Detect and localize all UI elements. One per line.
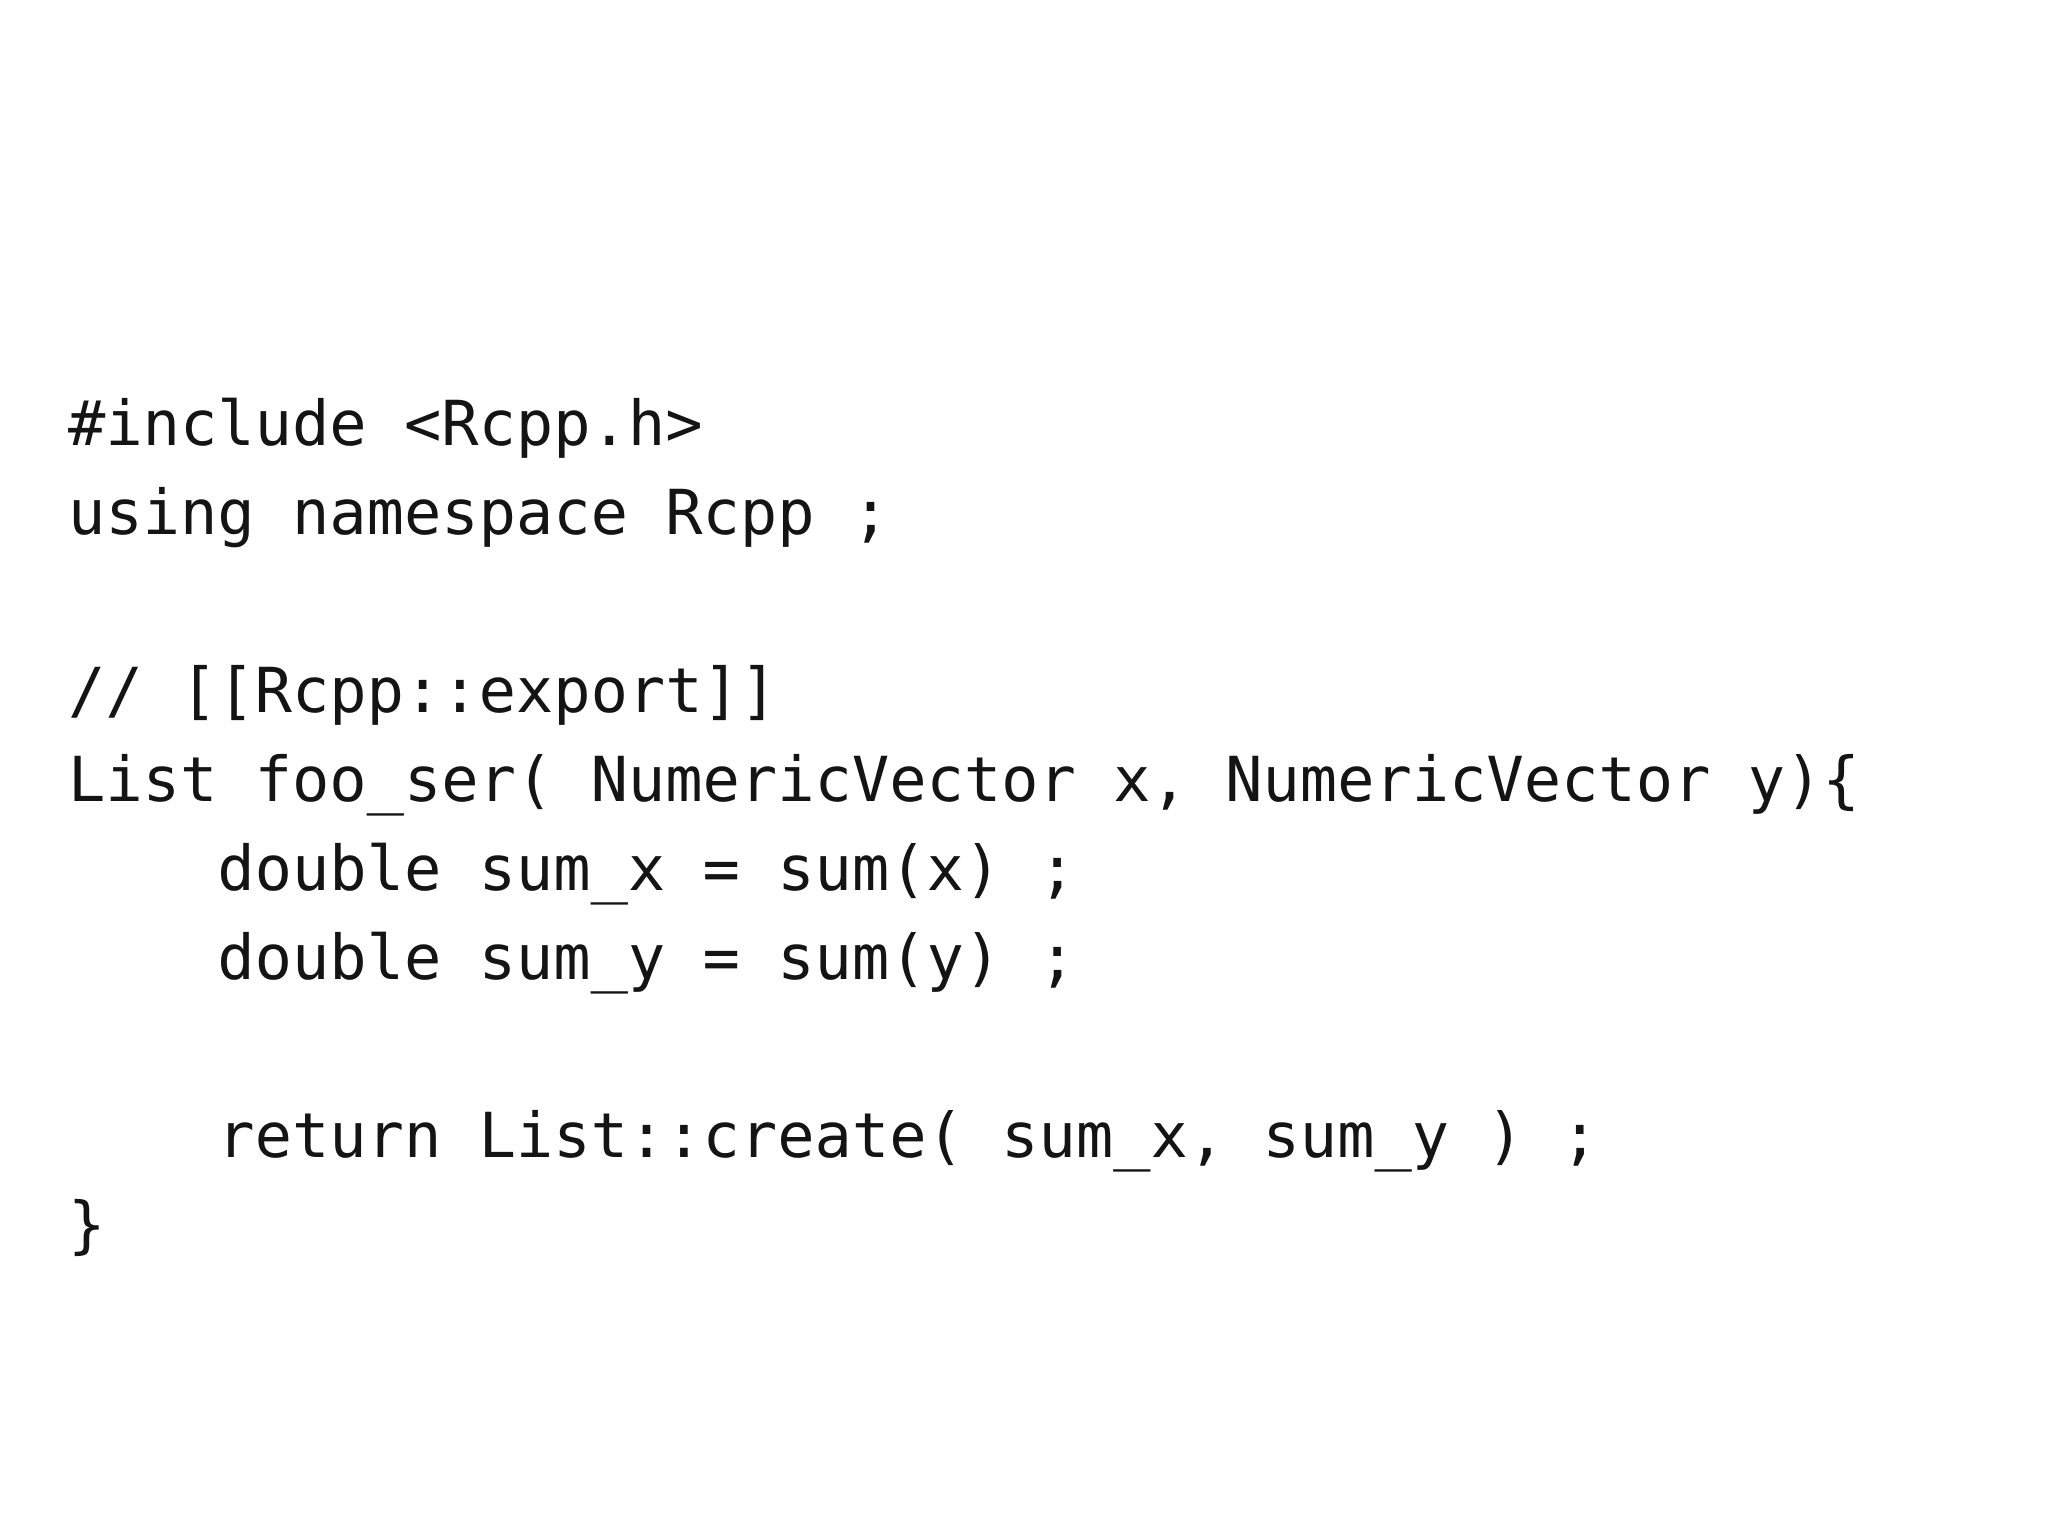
code-line: #include <Rcpp.h> — [68, 387, 703, 460]
code-line-blank — [68, 557, 1988, 646]
code-block: #include <Rcpp.h> using namespace Rcpp ; /… — [68, 379, 1988, 1269]
code-line: } — [68, 1188, 106, 1261]
code-line: double sum_x = sum(x) ; — [68, 832, 1076, 905]
code-line-blank — [68, 1002, 1988, 1091]
code-line: using namespace Rcpp ; — [68, 476, 890, 549]
code-line: return List::create( sum_x, sum_y ) ; — [68, 1099, 1599, 1172]
code-line: // [[Rcpp::export]] — [68, 654, 778, 727]
code-line: List foo_ser( NumericVector x, NumericVe… — [68, 743, 1860, 816]
code-line: double sum_y = sum(y) ; — [68, 921, 1076, 994]
